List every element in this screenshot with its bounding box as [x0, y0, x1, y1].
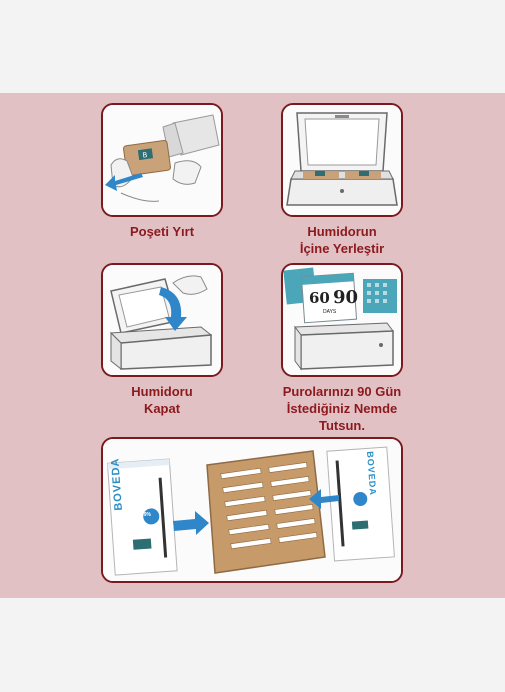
calendar-number-90: 90 — [333, 287, 359, 308]
step-card-close-humidor — [101, 263, 223, 377]
step-caption-tear-packet: Poşeti Yırt — [101, 223, 223, 240]
close-humidor-illustration — [103, 265, 221, 375]
boveda-holder-card: BOVEDA BOVEDA 69% — [101, 437, 403, 583]
step-card-place-in-humidor — [281, 103, 403, 217]
calendar-days-label: DAYS — [323, 309, 337, 315]
svg-text:B: B — [142, 151, 148, 160]
boveda-packs-into-holder-illustration — [103, 439, 401, 581]
tear-packet-illustration: B — [103, 105, 221, 215]
caption-line: Humidorun — [307, 224, 377, 239]
step-caption-place-in-humidor: Humidorun İçine Yerleştir — [271, 223, 413, 257]
place-in-humidor-illustration — [283, 105, 401, 215]
step-card-tear-packet: B — [101, 103, 223, 217]
step-card-90-days: 60 90 DAYS — [281, 263, 403, 377]
caption-line: Tutsun. — [319, 418, 365, 433]
calendar-number-60: 60 — [309, 289, 330, 307]
caption-line: İstediğiniz Nemde — [286, 401, 398, 416]
step-caption-close-humidor: Humidoru Kapat — [101, 383, 223, 417]
humidity-badge: 69% — [141, 512, 152, 518]
caption-line: Poşeti Yırt — [129, 224, 195, 239]
step-caption-90-days: Purolarınızı 90 Gün İstediğiniz Nemde Tu… — [262, 383, 422, 434]
caption-line: Purolarınızı 90 Gün — [282, 384, 402, 399]
caption-line: İçine Yerleştir — [299, 241, 385, 256]
calendar-60-90-days-illustration — [283, 265, 401, 375]
caption-line: Humidoru — [131, 384, 193, 399]
caption-line: Kapat — [143, 401, 181, 416]
